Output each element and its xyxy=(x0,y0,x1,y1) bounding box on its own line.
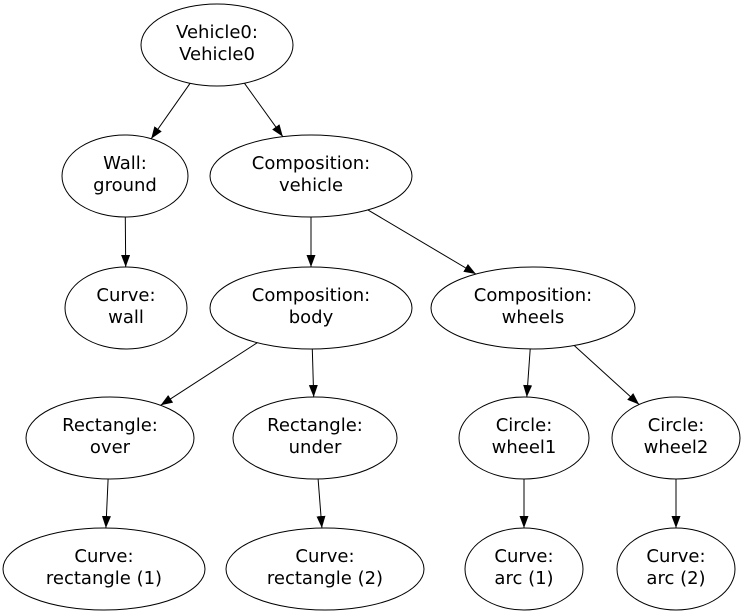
node-vehicle0: Vehicle0:Vehicle0 xyxy=(140,3,294,87)
node-curve-arc-1: Curve:arc (1) xyxy=(464,527,584,611)
node-label-line1: Circle: xyxy=(648,415,705,436)
node-label-line1: Curve: xyxy=(74,546,133,567)
node-ellipse-rectangle-under xyxy=(232,396,398,480)
node-rectangle-over: Rectangle:over xyxy=(25,396,195,480)
node-ellipse-vehicle0 xyxy=(140,3,294,87)
node-ellipse-curve-arc-2 xyxy=(616,527,736,611)
node-label-line1: Rectangle: xyxy=(267,415,363,436)
node-ellipse-curve-wall xyxy=(64,266,188,350)
edge-vehicle0-to-composition-vehicle xyxy=(243,82,284,137)
node-label-line1: Composition: xyxy=(252,153,370,174)
node-label-line1: Rectangle: xyxy=(62,415,158,436)
nodes-layer: Vehicle0:Vehicle0Wall:groundComposition:… xyxy=(2,3,741,611)
node-wall-ground: Wall:ground xyxy=(61,134,189,218)
node-ellipse-circle-wheel2 xyxy=(611,396,741,480)
node-rectangle-under: Rectangle:under xyxy=(232,396,398,480)
node-composition-wheels: Composition:wheels xyxy=(430,266,636,350)
node-label-line1: Curve: xyxy=(295,546,354,567)
node-ellipse-wall-ground xyxy=(61,134,189,218)
node-label-line1: Composition: xyxy=(252,285,370,306)
node-curve-arc-2: Curve:arc (2) xyxy=(616,527,736,611)
node-ellipse-composition-vehicle xyxy=(209,134,413,218)
node-label-line2: under xyxy=(289,437,342,458)
node-label-line2: ground xyxy=(93,175,157,196)
node-label-line1: Curve: xyxy=(494,546,553,567)
node-label-line2: wheel1 xyxy=(492,437,557,458)
node-ellipse-circle-wheel1 xyxy=(458,396,590,480)
node-label-line1: Vehicle0: xyxy=(176,22,258,43)
node-label-line1: Wall: xyxy=(103,153,147,174)
node-label-line2: wall xyxy=(108,307,144,328)
node-composition-body: Composition:body xyxy=(209,266,413,350)
node-ellipse-composition-wheels xyxy=(430,266,636,350)
node-circle-wheel1: Circle:wheel1 xyxy=(458,396,590,480)
node-label-line2: vehicle xyxy=(279,175,343,196)
node-curve-rectangle-1: Curve:rectangle (1) xyxy=(2,527,206,611)
edge-vehicle0-to-wall-ground xyxy=(150,83,191,139)
edge-composition-body-to-rectangle-under xyxy=(308,348,318,398)
edge-rectangle-over-to-curve-rectangle-1 xyxy=(101,478,111,529)
node-label-line2: wheel2 xyxy=(644,437,709,458)
node-curve-rectangle-2: Curve:rectangle (2) xyxy=(225,527,425,611)
node-ellipse-curve-arc-1 xyxy=(464,527,584,611)
node-label-line1: Curve: xyxy=(96,285,155,306)
node-label-line2: rectangle (2) xyxy=(267,568,383,589)
edge-composition-wheels-to-circle-wheel1 xyxy=(523,348,533,398)
node-label-line2: arc (1) xyxy=(494,568,553,589)
edge-rectangle-under-to-curve-rectangle-2 xyxy=(316,478,326,529)
node-label-line2: body xyxy=(289,307,334,328)
node-ellipse-curve-rectangle-1 xyxy=(2,527,206,611)
node-label-line2: arc (2) xyxy=(646,568,705,589)
node-ellipse-rectangle-over xyxy=(25,396,195,480)
edge-composition-vehicle-to-composition-wheels xyxy=(367,209,477,275)
node-label-line1: Composition: xyxy=(474,285,592,306)
node-curve-wall: Curve:wall xyxy=(64,266,188,350)
node-circle-wheel2: Circle:wheel2 xyxy=(611,396,741,480)
node-label-line1: Circle: xyxy=(496,415,553,436)
node-composition-vehicle: Composition:vehicle xyxy=(209,134,413,218)
node-label-line2: Vehicle0 xyxy=(179,44,255,65)
node-ellipse-curve-rectangle-2 xyxy=(225,527,425,611)
node-label-line2: over xyxy=(90,437,131,458)
edges-layer xyxy=(101,82,681,529)
node-label-line2: wheels xyxy=(502,307,565,328)
node-ellipse-composition-body xyxy=(209,266,413,350)
node-label-line1: Curve: xyxy=(646,546,705,567)
edge-composition-wheels-to-circle-wheel2 xyxy=(573,345,640,405)
edge-composition-body-to-rectangle-over xyxy=(160,342,258,406)
node-label-line2: rectangle (1) xyxy=(46,568,162,589)
